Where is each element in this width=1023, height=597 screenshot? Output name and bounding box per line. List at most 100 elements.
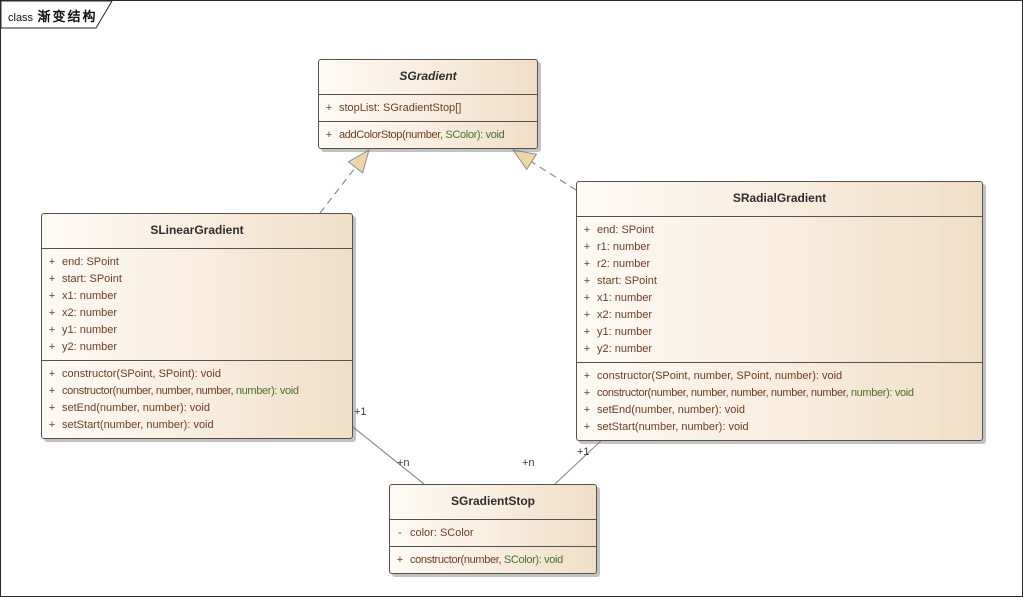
attribute-row: + x1: number bbox=[577, 290, 982, 307]
attributes-compartment: + stopList: SGradientStop[] bbox=[319, 94, 537, 121]
association-connector-assoc-sradial-stop[interactable] bbox=[554, 436, 606, 485]
visibility-marker: + bbox=[48, 402, 56, 414]
generalization-line bbox=[531, 161, 577, 191]
multiplicity-label: +1 bbox=[354, 406, 367, 418]
method-row: + setEnd(number, number): void bbox=[42, 400, 352, 417]
member-label: setEnd(number, number): void bbox=[597, 404, 745, 416]
member-label-tail: number): void bbox=[850, 387, 914, 399]
class-box-sradialgradient[interactable]: SRadialGradient+end: SPoint+r1: number+r… bbox=[576, 181, 983, 441]
method-row: +setStart(number, number): void bbox=[42, 417, 352, 434]
member-label: start: SPoint bbox=[597, 275, 657, 287]
member-label: setStart(number, number): void bbox=[597, 421, 749, 433]
visibility-marker: - bbox=[398, 527, 402, 539]
visibility-marker: + bbox=[583, 275, 591, 287]
method-row: + constructor(SPoint, number, SPoint, num… bbox=[577, 368, 982, 385]
visibility-marker: + bbox=[396, 554, 404, 566]
attribute-row: -color: SColor bbox=[390, 525, 596, 542]
attribute-row: + end: SPoint bbox=[42, 254, 352, 271]
visibility-marker: + bbox=[48, 290, 56, 302]
method-row: + addColorStop(number, SColor): void bbox=[319, 127, 537, 144]
member-label: setEnd(number, number): void bbox=[62, 402, 210, 414]
visibility-marker: + bbox=[48, 273, 56, 285]
visibility-marker: + bbox=[325, 129, 333, 141]
methods-compartment: + constructor(SPoint, number, SPoint, num… bbox=[577, 362, 982, 440]
visibility-marker: + bbox=[583, 241, 591, 253]
diagram-tab: class 渐变结构 bbox=[1, 1, 131, 31]
visibility-marker: + bbox=[48, 256, 56, 268]
attributes-compartment: + end: SPoint + start: SPoint + x1: number + x2… bbox=[42, 248, 352, 360]
method-row: +constructor(SPoint, SPoint): void bbox=[42, 366, 352, 383]
member-label: x2: number bbox=[597, 309, 653, 321]
association-line bbox=[554, 436, 606, 485]
visibility-marker: + bbox=[48, 385, 56, 397]
tab-title: 渐变结构 bbox=[37, 9, 98, 24]
generalization-arrowhead-icon bbox=[347, 148, 370, 174]
method-row: +constructor(number, number, number, num… bbox=[42, 383, 352, 400]
class-title: SGradientStop bbox=[450, 494, 535, 508]
member-label: constructor(SPoint, number, SPoint, numb… bbox=[597, 370, 843, 382]
generalization-line bbox=[319, 166, 356, 214]
visibility-marker: + bbox=[48, 341, 56, 353]
member-label: r2: number bbox=[597, 258, 651, 270]
attribute-row: + stopList: SGradientStop[] bbox=[319, 100, 537, 117]
member-label: y2: number bbox=[597, 343, 653, 355]
member-label: y1: number bbox=[62, 324, 118, 336]
generalization-connector-gen-slinear-sgradient[interactable] bbox=[319, 148, 370, 214]
visibility-marker: + bbox=[583, 404, 591, 416]
attribute-row: + x2: number bbox=[577, 307, 982, 324]
class-box-slineargradient[interactable]: SLinearGradient + end: SPoint + start: SPoin… bbox=[41, 213, 353, 439]
attribute-row: +end: SPoint bbox=[577, 222, 982, 239]
attribute-row: + x1: number bbox=[42, 288, 352, 305]
visibility-marker: + bbox=[583, 292, 591, 304]
class-box-sgradientstop[interactable]: SGradientStop -color: SColor + constructor(… bbox=[389, 484, 597, 574]
visibility-marker: + bbox=[583, 309, 591, 321]
attributes-compartment: -color: SColor bbox=[390, 519, 596, 546]
visibility-marker: + bbox=[583, 370, 591, 382]
methods-compartment: + constructor(number, SColor): void bbox=[390, 546, 596, 573]
member-label-tail: SColor): void bbox=[503, 554, 563, 566]
attribute-row: + start: SPoint bbox=[577, 273, 982, 290]
member-label: addColorStop(number, SColor): void bbox=[339, 129, 505, 141]
member-label: end: SPoint bbox=[597, 224, 654, 236]
member-label: constructor(number, number, number, numb… bbox=[597, 387, 914, 399]
attributes-compartment: +end: SPoint+r1: number+r2: number+start… bbox=[577, 216, 982, 362]
visibility-marker: + bbox=[48, 324, 56, 336]
attribute-row: + x2: number bbox=[42, 305, 352, 322]
class-box-sgradient[interactable]: SGradient + stopList: SGradientStop[] + addC… bbox=[318, 59, 538, 149]
diagram-tab-label: class 渐变结构 bbox=[8, 6, 98, 26]
member-label: color: SColor bbox=[410, 527, 474, 539]
attribute-row: + start: SPoint bbox=[42, 271, 352, 288]
member-label: x1: number bbox=[62, 290, 118, 302]
multiplicity-label: +n bbox=[397, 457, 410, 469]
diagram-tab-shape bbox=[1, 1, 113, 29]
visibility-marker: + bbox=[325, 102, 333, 114]
attribute-row: + y2: number bbox=[42, 339, 352, 356]
visibility-marker: + bbox=[583, 343, 591, 355]
member-label: stopList: SGradientStop[] bbox=[339, 102, 462, 114]
multiplicity-label: +1 bbox=[577, 446, 590, 458]
generalization-connector-gen-sradial-sgradient[interactable] bbox=[511, 149, 577, 191]
visibility-marker: + bbox=[48, 307, 56, 319]
attribute-row: +r1: number bbox=[577, 239, 982, 256]
member-label: y1: number bbox=[597, 326, 653, 338]
class-title: SGradient bbox=[399, 69, 457, 83]
methods-compartment: +constructor(SPoint, SPoint): void+const… bbox=[42, 360, 352, 438]
visibility-marker: + bbox=[583, 421, 591, 433]
class-title: SRadialGradient bbox=[732, 191, 827, 205]
generalization-arrowhead-icon bbox=[511, 149, 538, 171]
member-label: end: SPoint bbox=[62, 256, 119, 268]
member-label: x2: number bbox=[62, 307, 118, 319]
visibility-marker: + bbox=[583, 258, 591, 270]
member-label: y2: number bbox=[62, 341, 118, 353]
attribute-row: + r2: number bbox=[577, 256, 982, 273]
method-row: + constructor(number, SColor): void bbox=[390, 552, 596, 569]
member-label: constructor(number, SColor): void bbox=[410, 554, 563, 566]
member-label: setStart(number, number): void bbox=[62, 419, 214, 431]
member-label: start: SPoint bbox=[62, 273, 122, 285]
member-label: x1: number bbox=[597, 292, 653, 304]
association-connector-assoc-slinear-stop[interactable] bbox=[352, 426, 425, 485]
class-title: SLinearGradient bbox=[150, 223, 244, 237]
visibility-marker: + bbox=[583, 326, 591, 338]
member-label-tail: number): void bbox=[235, 385, 299, 397]
